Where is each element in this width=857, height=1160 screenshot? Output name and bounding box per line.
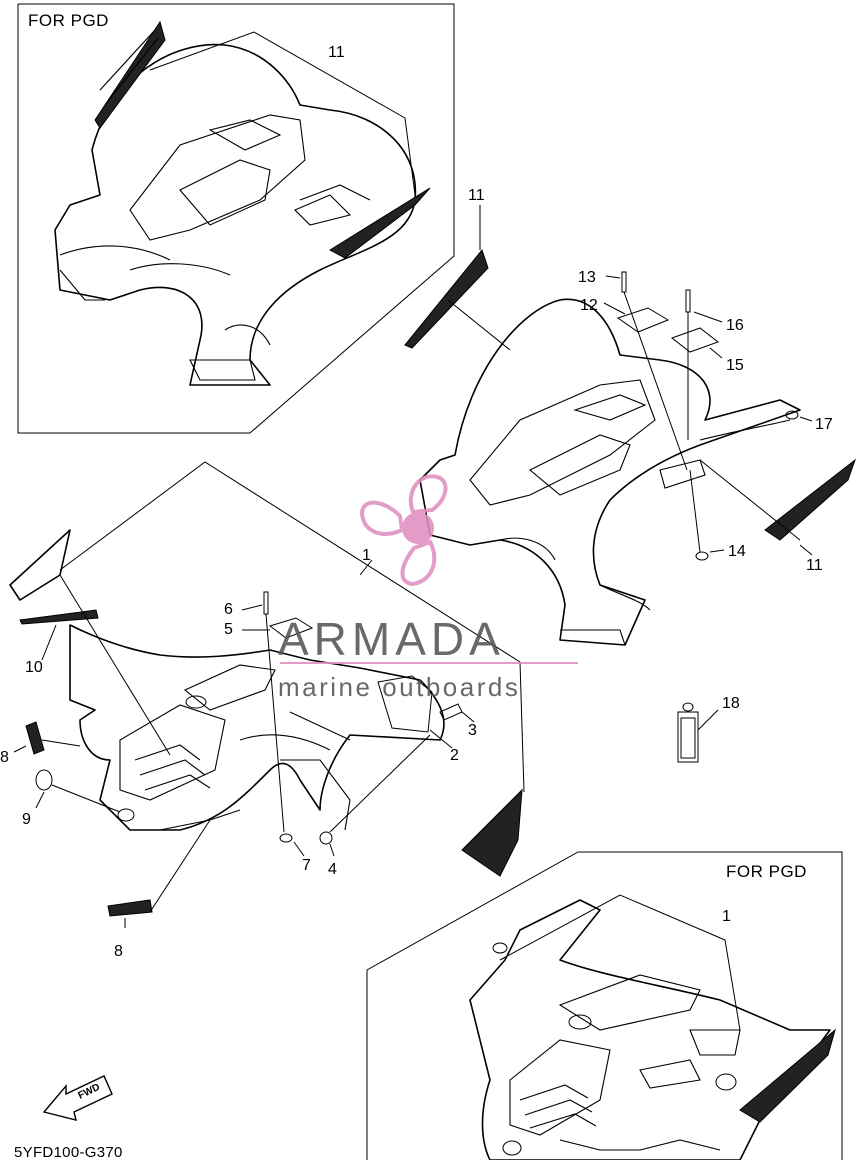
callout-10: 10 [25,659,43,676]
inset-top-left: FOR PGD 11 [17,3,455,434]
callout-4: 4 [328,861,337,878]
part-6-bolt [263,591,269,615]
part-13-bolt [621,271,627,293]
watermark-tagline: marine outboards [278,672,520,702]
inset-frame [366,851,843,1160]
part-17-grommet [785,410,799,420]
callout-9: 9 [22,811,31,828]
callout-14: 14 [728,543,746,560]
inset-bottom-label: FOR PGD [726,862,807,881]
callout-13: 13 [578,269,596,286]
front-fender-inset-drawing [469,894,836,1160]
inset-front-decal [739,1028,836,1123]
rear-fender-decal-right [764,458,857,541]
inset-frame [17,3,455,434]
callout-8-upper: 8 [0,749,9,766]
callout-11-left: 11 [468,187,485,204]
figure-code: 5YFD100-G370 [14,1144,123,1160]
front-fender-main [9,461,525,928]
callout-11-right: 11 [806,557,823,574]
part-15-plate [670,327,720,353]
armada-watermark: ARMADA marine outboards [278,474,578,702]
callout-15: 15 [726,357,744,374]
part-7-grommet [279,833,293,843]
fwd-label: FWD [76,1082,101,1102]
part-4-clip [319,831,333,845]
part-10-decal [19,609,99,625]
fwd-arrow: FWD [42,1075,113,1121]
callout-5: 5 [224,621,233,638]
callout-18: 18 [722,695,740,712]
propeller-logo-icon [359,474,448,587]
part-3-screw [439,703,463,721]
part-16-bolt [685,289,691,313]
inset-top-label: FOR PGD [28,11,109,30]
inset-decal-left [94,20,166,129]
callout-3: 3 [468,722,477,739]
part-5-plate [268,617,314,639]
callout-6: 6 [224,601,233,618]
rear-fender-main [404,205,857,646]
callout-11-inset: 11 [328,44,345,61]
inset-bottom-right: FOR PGD 1 [366,851,843,1160]
part-8-reflector-lower [107,899,153,917]
part-12-plate [616,307,670,333]
rear-fender-inset-drawing [54,20,431,386]
part-14-grommet [695,551,709,561]
part-8-reflector-upper [25,721,45,755]
inset-decal-right [328,187,431,259]
front-fender-decal-right [461,788,523,877]
callout-1-inset: 1 [722,908,731,925]
callout-17: 17 [815,416,833,433]
front-fender-flap [9,529,71,601]
rear-fender-decal-left [404,248,489,349]
part-9-reflector [35,769,53,791]
watermark-brand: ARMADA [278,613,505,665]
part-2-plate [377,675,433,733]
callout-7: 7 [302,857,311,874]
part-18-tag [677,702,719,763]
callout-2: 2 [450,747,459,764]
callout-12: 12 [580,297,598,314]
callout-8-lower: 8 [114,943,123,960]
callout-1-main: 1 [362,547,371,564]
callout-16: 16 [726,317,744,334]
